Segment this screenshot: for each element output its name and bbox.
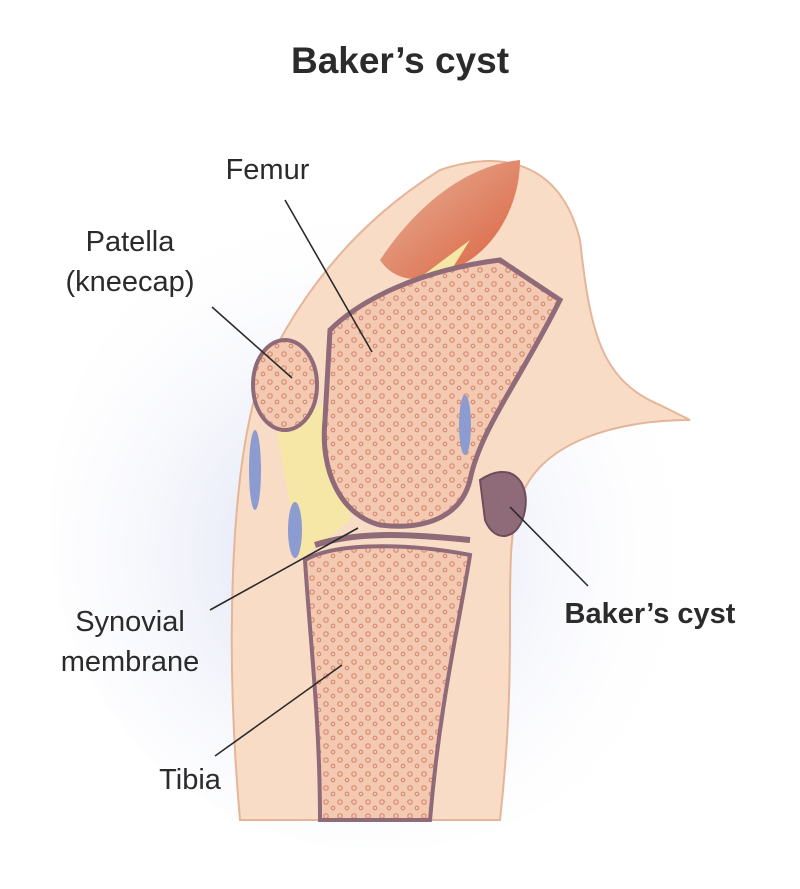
quadriceps-muscle [380, 160, 520, 279]
label-synovial-line1: Synovial [75, 606, 185, 638]
label-synovial-membrane: Synovial membrane [45, 602, 215, 682]
patella-bone [251, 338, 319, 432]
label-bakers-cyst: Baker’s cyst [564, 598, 736, 630]
bursa [459, 395, 471, 455]
femur-bone [321, 257, 564, 529]
femur-leader-line [284, 199, 373, 353]
label-patella: Patella (kneecap) [50, 222, 210, 302]
label-tibia: Tibia [159, 764, 221, 796]
bakers-cyst-leader-line [509, 506, 589, 587]
label-patella-line1: Patella [85, 226, 175, 258]
label-synovial-line2: membrane [60, 646, 200, 678]
tibia-leader-line [214, 664, 343, 757]
label-femur: Femur [225, 154, 310, 186]
label-patella-line2: (kneecap) [65, 266, 195, 298]
synovial-membrane [314, 532, 471, 548]
tibia-bone [302, 544, 473, 822]
synovial-leader-line [209, 527, 359, 611]
bursa [288, 502, 302, 558]
bakers-cyst-shape [478, 470, 527, 537]
diagram-title: Baker’s cyst [290, 40, 510, 81]
patella-leader-line [211, 306, 293, 379]
leader-lines [209, 199, 589, 757]
bursa [249, 430, 261, 510]
